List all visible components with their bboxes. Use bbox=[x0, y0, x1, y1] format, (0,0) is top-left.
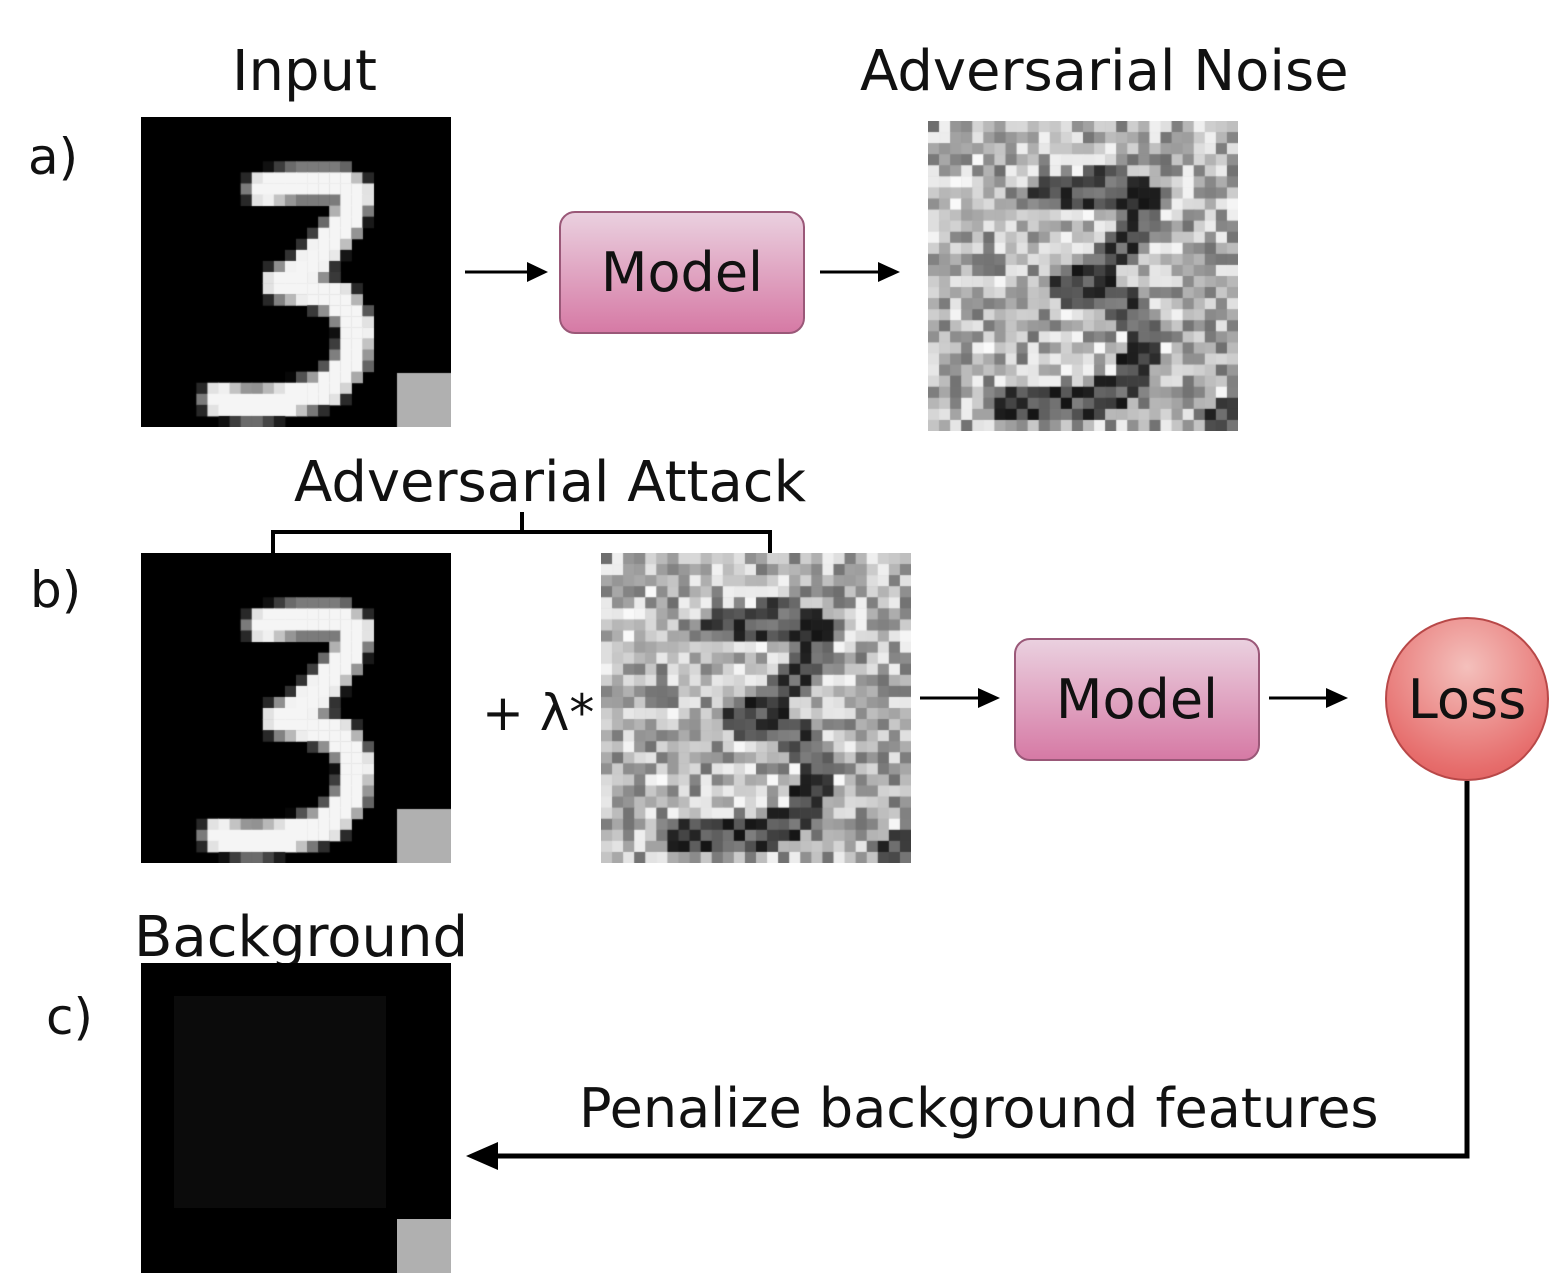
panel-a-label: a) bbox=[28, 128, 79, 186]
feedback-label: Penalize background features bbox=[579, 1077, 1379, 1140]
arrowhead bbox=[978, 688, 1000, 708]
model-label-b: Model bbox=[1055, 668, 1219, 731]
plus-lambda-operator: + λ* bbox=[482, 684, 595, 742]
model-label-a: Model bbox=[600, 241, 764, 304]
loss-node: Loss bbox=[1385, 617, 1549, 781]
arrowhead bbox=[1326, 688, 1348, 708]
input-digit-image-b bbox=[141, 553, 451, 863]
adversarial-attack-title: Adversarial Attack bbox=[294, 450, 807, 515]
model-box-a: Model bbox=[559, 211, 805, 334]
adversarial-noise-title: Adversarial Noise bbox=[860, 39, 1349, 104]
arrowhead bbox=[878, 262, 900, 282]
model-box-b: Model bbox=[1014, 638, 1260, 761]
panel-c-label: c) bbox=[46, 988, 93, 1046]
adversarial-noise-image bbox=[928, 121, 1238, 431]
loss-label: Loss bbox=[1407, 667, 1527, 731]
corner-patch bbox=[397, 1219, 451, 1273]
adversarial-attack-bracket bbox=[271, 512, 772, 553]
adversarial-noise-image-b bbox=[601, 553, 911, 863]
background-image bbox=[141, 963, 451, 1273]
input-title: Input bbox=[232, 39, 378, 104]
panel-b-label: b) bbox=[30, 561, 82, 619]
feedback-arrow bbox=[480, 781, 1470, 1159]
arrowhead bbox=[527, 262, 548, 282]
input-digit-image bbox=[141, 117, 451, 427]
background-inner-square bbox=[174, 996, 386, 1208]
arrowhead bbox=[466, 1142, 498, 1170]
background-title: Background bbox=[134, 905, 469, 970]
